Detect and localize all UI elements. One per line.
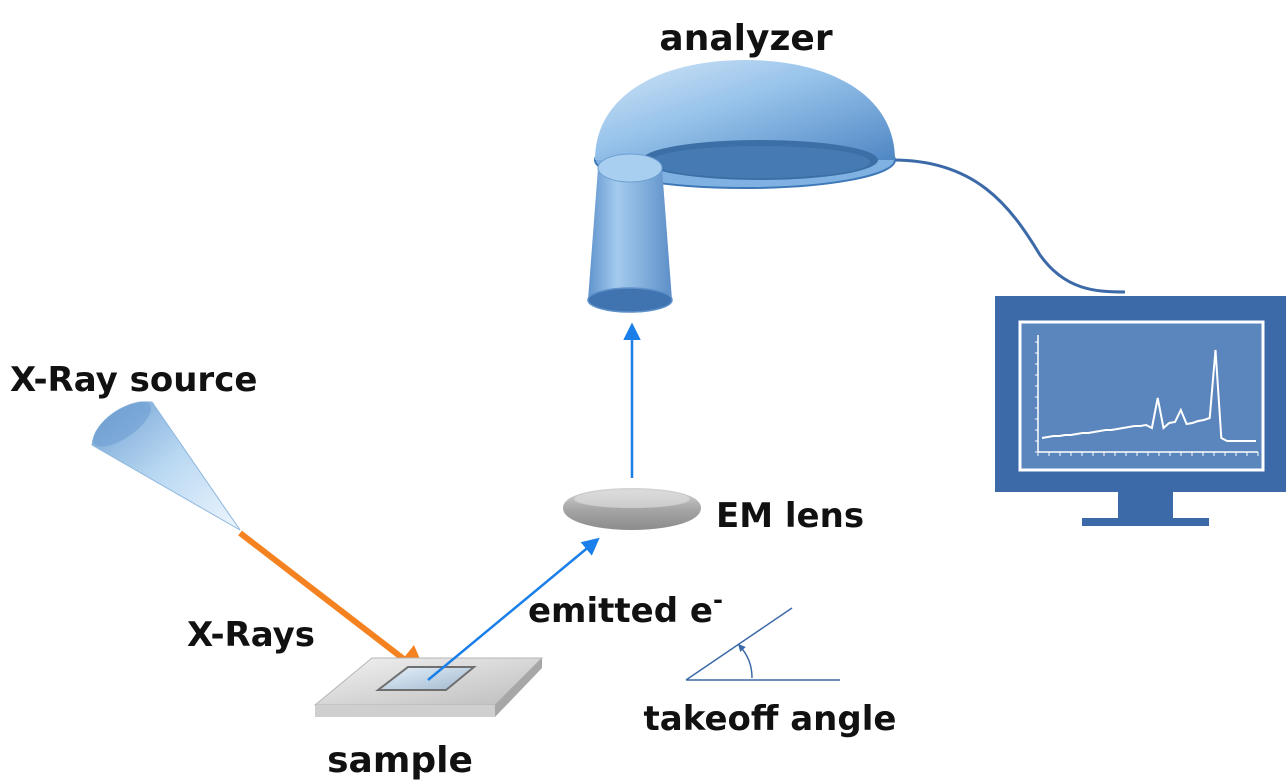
analyzer-hemisphere [594,60,896,189]
label-sample: sample [327,740,473,780]
label-analyzer: analyzer [659,18,832,59]
spectrum-plot [1035,335,1259,456]
analyzer-tube [587,153,673,313]
label-xray-source: X-Ray source [10,360,257,400]
sample-chip [375,666,477,691]
em-lens [563,488,701,530]
takeoff-angle-diagram [685,607,840,681]
label-em-lens: EM lens [716,496,864,536]
xray-source-cone [91,401,241,531]
label-xrays: X-Rays [187,615,315,655]
label-emitted: emitted e- [528,586,723,631]
angle-arc-arrow [737,643,753,679]
label-takeoff-angle: takeoff angle [644,699,897,739]
emitted-electron-arrow [427,537,600,681]
cable [892,158,1126,294]
spectrum-ticks [1035,341,1259,456]
spectrum-line [1041,349,1256,442]
label-emitted-superscript: - [713,586,723,614]
sample-plate [313,657,544,717]
monitor [995,296,1286,526]
xray-beam [238,530,407,663]
